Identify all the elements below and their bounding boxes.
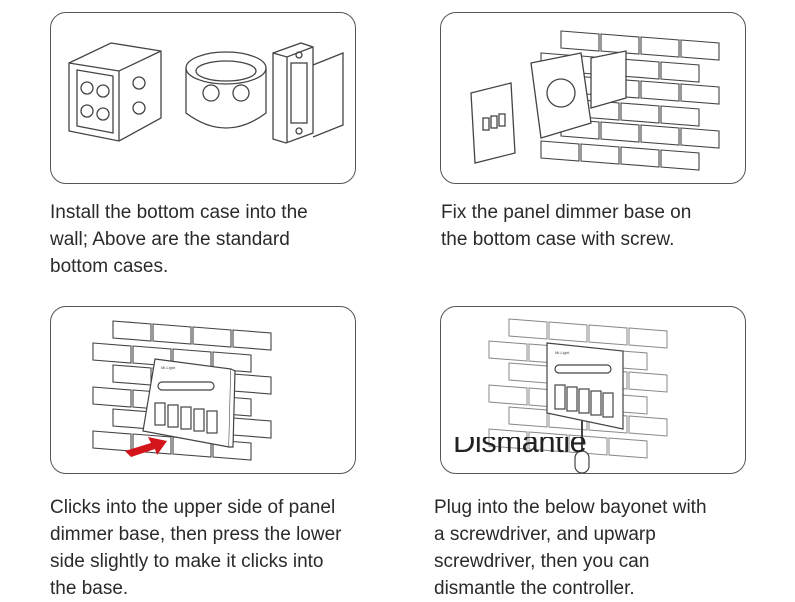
step-1-caption: Install the bottom case into the wall; A… <box>50 199 380 280</box>
caption-line: a screwdriver, and upwarp <box>434 524 656 545</box>
brick <box>508 362 548 384</box>
step-3-caption: Clicks into the upper side of panel dimm… <box>50 494 380 602</box>
caption-line: dimmer base, then press the lower <box>50 524 342 545</box>
brick <box>112 364 152 386</box>
dismantle-label: Dismantle <box>453 437 586 461</box>
bottom-cases-drawing <box>68 42 344 144</box>
brick <box>152 323 192 345</box>
brick <box>548 321 588 343</box>
brick <box>560 30 600 52</box>
caption-line: side slightly to make it clicks into <box>50 551 324 572</box>
brick <box>488 428 528 450</box>
brick <box>488 384 528 406</box>
brick <box>192 326 232 348</box>
brick <box>660 61 700 83</box>
step-1-illustration <box>50 12 356 184</box>
brick <box>640 36 680 58</box>
brick <box>608 437 648 459</box>
brick <box>508 406 548 428</box>
brick <box>488 340 528 362</box>
brick <box>600 121 640 143</box>
click-panel-drawing: Mi-Light <box>92 320 272 461</box>
brick <box>628 327 668 349</box>
caption-line: Clicks into the upper side of panel <box>50 497 336 518</box>
brick <box>92 386 132 408</box>
brick <box>588 324 628 346</box>
brick <box>680 127 720 149</box>
brick <box>132 433 172 455</box>
brick <box>628 415 668 437</box>
panel-base-on-wall-drawing <box>470 30 720 171</box>
step-2-caption: Fix the panel dimmer base on the bottom … <box>441 199 771 253</box>
brick <box>568 434 608 456</box>
brick <box>540 140 580 162</box>
dismantle-text: Dismantle <box>453 437 587 459</box>
step-3-illustration: Mi-Light <box>50 306 356 474</box>
step-2-illustration <box>440 12 746 184</box>
dismantle-drawing: Mi-Light <box>488 318 668 473</box>
brick <box>528 431 568 453</box>
brick <box>580 143 620 165</box>
caption-line: dismantle the controller. <box>434 578 635 599</box>
brick <box>212 351 252 373</box>
caption-line: screwdriver, then you can <box>434 551 650 572</box>
caption-line: the bottom case with screw. <box>441 229 675 250</box>
step-4-illustration: Mi-Light Dismantle <box>440 306 746 474</box>
brick <box>212 439 252 461</box>
caption-line: Fix the panel dimmer base on <box>441 202 692 223</box>
brick <box>600 33 640 55</box>
brick <box>680 83 720 105</box>
brick <box>232 329 272 351</box>
brick <box>660 105 700 127</box>
brick <box>112 320 152 342</box>
brick <box>620 58 660 80</box>
panel-brand: Mi-Light <box>161 365 176 370</box>
step-4-caption: Plug into the below bayonet with a screw… <box>434 494 764 602</box>
caption-line: bottom cases. <box>50 256 169 277</box>
brick <box>232 417 272 439</box>
brick <box>232 373 272 395</box>
brick <box>620 146 660 168</box>
brick <box>92 342 132 364</box>
brick <box>640 124 680 146</box>
caption-line: the base. <box>50 578 129 599</box>
caption-line: wall; Above are the standard <box>50 229 290 250</box>
brick <box>92 430 132 452</box>
red-arrow-icon <box>125 437 167 457</box>
caption-line: Plug into the below bayonet with <box>434 497 707 518</box>
brick <box>508 318 548 340</box>
brick <box>640 80 680 102</box>
caption-line: Install the bottom case into the <box>50 202 308 223</box>
panel-brand: Mi-Light <box>555 350 570 355</box>
brick <box>660 149 700 171</box>
brick <box>628 371 668 393</box>
brick <box>620 102 660 124</box>
brick <box>680 39 720 61</box>
